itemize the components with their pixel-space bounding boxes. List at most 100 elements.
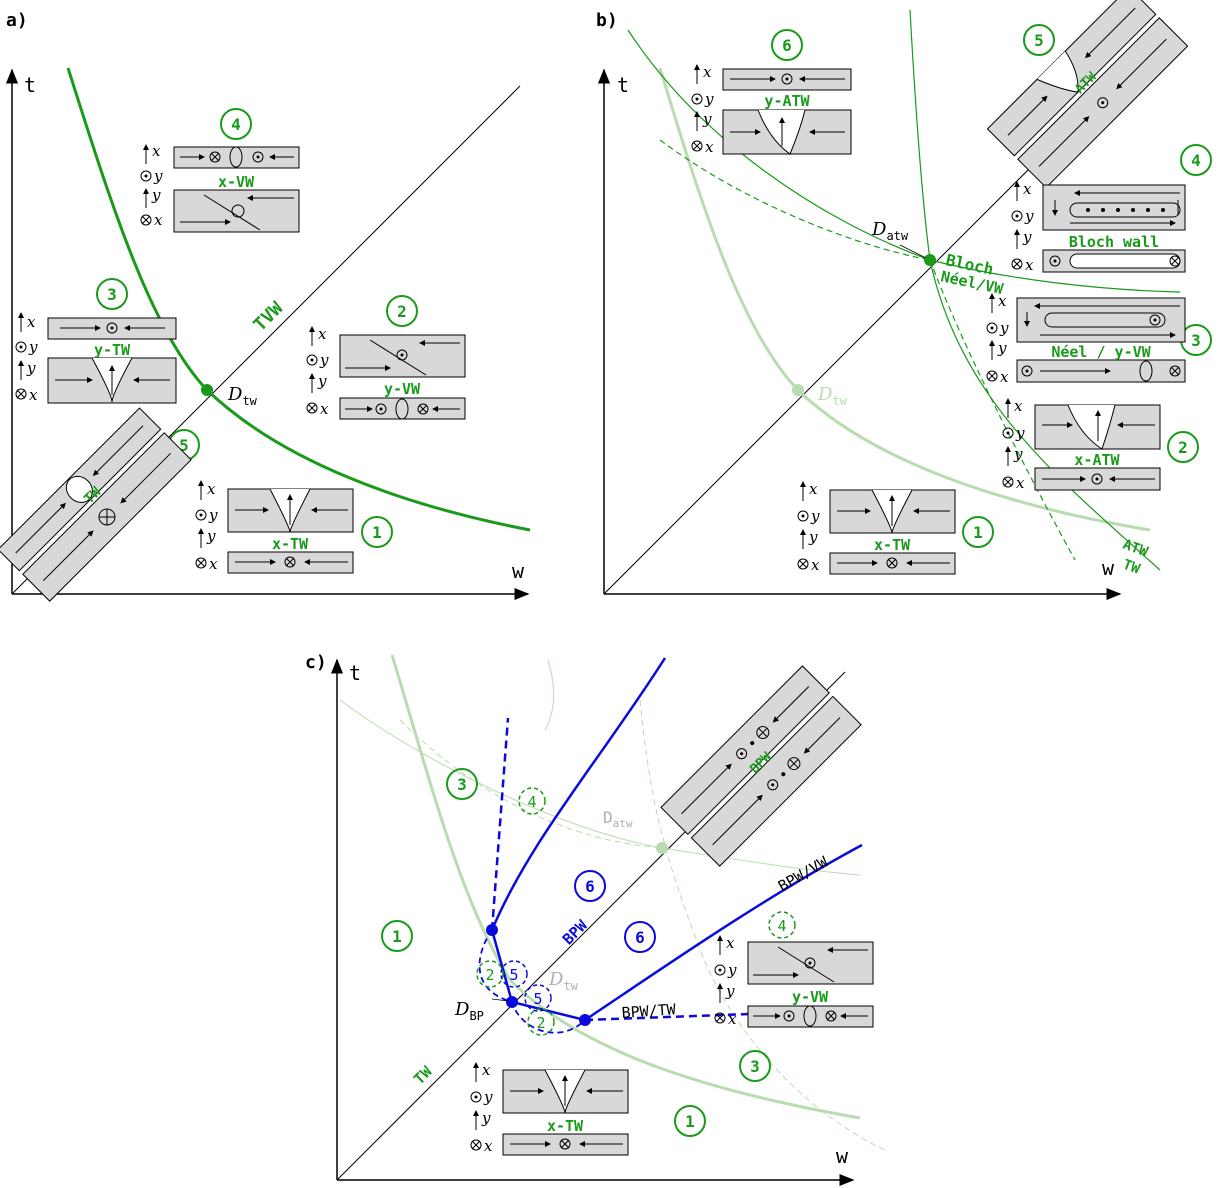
svg-text:y: y xyxy=(208,506,218,524)
y-axis-label: t xyxy=(349,661,361,685)
wall-sketch-y-tw: y-TW xyxy=(47,317,177,404)
svg-text:4: 4 xyxy=(231,115,241,134)
svg-text:x: x xyxy=(726,934,735,952)
svg-text:y: y xyxy=(151,186,161,204)
svg-text:3: 3 xyxy=(750,1057,760,1076)
faint-d-atw-point xyxy=(656,842,668,854)
region-circle-3a: 3 xyxy=(446,768,478,800)
svg-text:y: y xyxy=(727,961,737,979)
svg-text:x: x xyxy=(703,63,712,81)
panel-c: c) t w Datw Dtw DBP BPW/VW BPW/TW BPW TW… xyxy=(305,652,886,1186)
faint-bloch-curve xyxy=(339,699,861,876)
region-circle-1: 1 xyxy=(361,516,393,548)
faint-tw-curve xyxy=(390,654,861,1120)
svg-text:y: y xyxy=(26,359,36,377)
svg-text:1: 1 xyxy=(392,927,402,946)
axes-glyph-3: x y y x xyxy=(15,312,38,404)
wall-label-y-vw: y-VW xyxy=(384,380,421,398)
axes-glyph-2: x y y x xyxy=(306,325,329,418)
svg-text:5: 5 xyxy=(179,436,189,455)
svg-text:y: y xyxy=(1022,228,1032,246)
d-tw-label: Dtw xyxy=(227,384,258,408)
region-circle-1: 1 xyxy=(962,516,994,548)
d-atw-label: Datw xyxy=(871,219,909,243)
panel-b-label: b) xyxy=(596,10,618,31)
y-axis-label: t xyxy=(617,73,629,97)
region-circle-5: 5 xyxy=(1023,24,1055,56)
svg-text:2: 2 xyxy=(397,302,407,321)
wall-sketch-neel: Néel / y-VW xyxy=(1016,297,1186,383)
panel-a: a) t w Dtw TVW 4 3 2 5 1 x-VW xyxy=(0,10,531,602)
diagonal-line xyxy=(603,85,1113,595)
tvw-label: TVW xyxy=(250,298,288,336)
svg-text:x: x xyxy=(27,313,36,331)
bpw-dashed-upper xyxy=(490,717,510,931)
svg-text:y: y xyxy=(1024,207,1034,225)
axes-glyph-1c: x y y x xyxy=(470,1061,493,1155)
axes-glyph-4b: x y y x xyxy=(1011,180,1034,274)
svg-text:y: y xyxy=(808,528,818,546)
svg-text:y: y xyxy=(483,1088,493,1106)
dashed-curve-right xyxy=(929,259,1076,561)
wall-sketch-x-tw-c: x-TW xyxy=(502,1069,629,1156)
dashed-region-5a: 5 xyxy=(500,960,528,988)
wall-sketch-y-vw: y-VW xyxy=(339,334,466,420)
svg-text:y: y xyxy=(319,351,329,369)
faint-d-tw-point xyxy=(792,384,804,396)
region-circle-1b: 1 xyxy=(674,1105,706,1137)
svg-text:y: y xyxy=(1013,445,1023,463)
bpw-diag-label: BPW xyxy=(559,916,592,949)
svg-text:x: x xyxy=(728,1010,737,1028)
bpw-vw-line xyxy=(584,843,863,1022)
svg-text:y: y xyxy=(206,527,216,545)
faint-d-tw-label: Dtw xyxy=(548,969,579,993)
region-circle-2: 2 xyxy=(386,295,418,327)
svg-text:y: y xyxy=(28,338,38,356)
svg-text:x: x xyxy=(705,138,714,156)
axes-glyph-3b: x y y x xyxy=(986,292,1009,386)
svg-text:x: x xyxy=(320,400,329,418)
region-circle-4: 4 xyxy=(220,108,252,140)
svg-text:4: 4 xyxy=(1191,151,1201,170)
axes-glyph-4c: x y y x xyxy=(714,934,737,1028)
axes-glyph-6: x y y x xyxy=(691,63,714,156)
region-circle-6: 6 xyxy=(771,29,803,61)
dashed-region-2a: 2 xyxy=(476,960,504,988)
svg-text:x: x xyxy=(1000,368,1009,386)
svg-text:y: y xyxy=(481,1109,491,1127)
svg-text:x: x xyxy=(154,211,163,229)
axes-glyph-2b: x y y x xyxy=(1002,397,1025,492)
svg-text:x: x xyxy=(207,480,216,498)
svg-text:x: x xyxy=(998,292,1007,310)
svg-text:1: 1 xyxy=(372,523,382,542)
junction-upper xyxy=(486,924,498,936)
panel-b: b) t w Dtw Datw Bloch Néel/VW ATW TW 6 5… xyxy=(596,0,1212,600)
region-circle-1a: 1 xyxy=(381,920,413,952)
bpw-vw-upper xyxy=(490,657,667,931)
dashed-region-5b: 5 xyxy=(524,984,552,1012)
wall-sketch-tilted-tw: TW xyxy=(0,407,192,602)
panel-a-label: a) xyxy=(6,10,28,31)
d-tw-point xyxy=(201,384,213,396)
d-atw-point xyxy=(924,254,936,266)
svg-text:y: y xyxy=(997,339,1007,357)
bpw-tw-label: BPW/TW xyxy=(621,1000,677,1022)
d-bp-point xyxy=(506,996,518,1008)
svg-text:x: x xyxy=(29,386,38,404)
wall-label-y-vw-c: y-VW xyxy=(792,988,829,1006)
y-axis-label: t xyxy=(24,73,36,97)
x-axis-label: w xyxy=(836,1144,849,1168)
svg-text:x: x xyxy=(811,556,820,574)
x-axis-label: w xyxy=(512,559,525,583)
dashed-region-4a: 4 xyxy=(518,787,546,815)
junction-right xyxy=(579,1014,591,1026)
svg-text:x: x xyxy=(1023,180,1032,198)
svg-text:x: x xyxy=(152,142,161,160)
svg-text:y: y xyxy=(1015,424,1025,442)
wall-sketch-x-vw: x-VW xyxy=(173,146,300,233)
svg-text:6: 6 xyxy=(585,877,595,896)
region-circle-6a: 6 xyxy=(574,870,606,902)
svg-text:x: x xyxy=(1014,397,1023,415)
svg-text:3: 3 xyxy=(1191,331,1201,350)
